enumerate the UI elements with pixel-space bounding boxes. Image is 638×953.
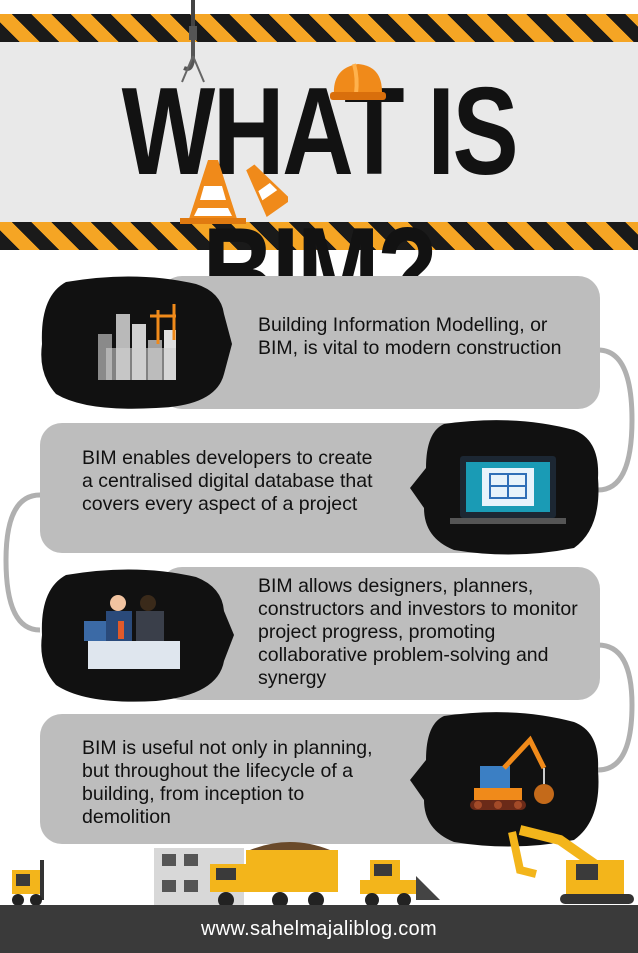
footer-website-link[interactable]: www.sahelmajaliblog.com bbox=[201, 918, 437, 940]
hazard-stripe-top bbox=[0, 14, 638, 42]
step-1-text: Building Information Modelling, or BIM, … bbox=[258, 314, 562, 359]
step-3-text: BIM allows designers, planners, construc… bbox=[258, 575, 578, 689]
step-4-text: BIM is useful not only in planning, but … bbox=[82, 737, 373, 828]
crane-hook-icon bbox=[181, 26, 205, 83]
laptop-blueprint-icon bbox=[410, 420, 599, 555]
step-card-1 bbox=[160, 276, 600, 409]
step-2-text: BIM enables developers to create a centr… bbox=[82, 447, 373, 515]
footer-ground bbox=[0, 905, 638, 953]
city-skyline-crane-icon bbox=[41, 276, 232, 409]
forklift-icon bbox=[12, 860, 44, 906]
people-collaborating-icon bbox=[41, 569, 234, 702]
header-band bbox=[0, 42, 638, 222]
wrecking-machine-icon bbox=[410, 712, 599, 847]
construction-vehicles-illustration bbox=[12, 825, 634, 908]
excavator-icon bbox=[508, 825, 634, 904]
flow-connector-line bbox=[3, 347, 635, 773]
bulldozer-icon bbox=[360, 860, 440, 907]
hard-hat-icon bbox=[330, 63, 386, 100]
dump-truck-icon bbox=[210, 842, 338, 908]
crane-cable bbox=[191, 0, 195, 30]
traffic-cones-icon bbox=[180, 160, 288, 224]
hazard-stripe-bottom bbox=[0, 222, 638, 250]
